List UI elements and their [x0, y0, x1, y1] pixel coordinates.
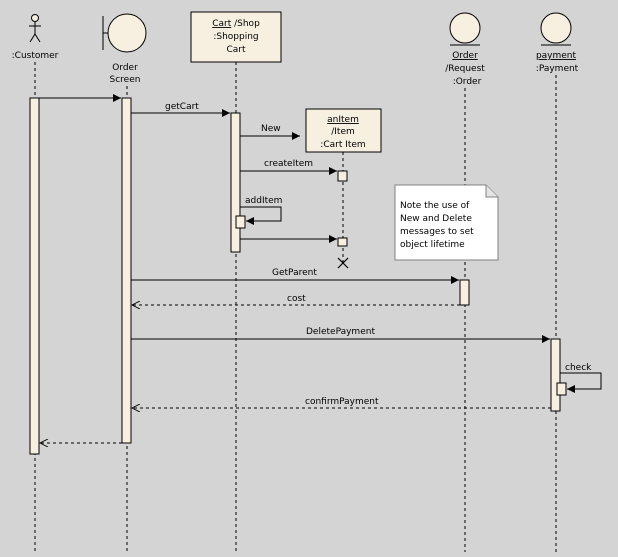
- payment-label-line1: payment: [536, 51, 577, 61]
- activations: [29, 97, 567, 455]
- activation-order: [459, 279, 470, 306]
- payment-label-line2: :Payment: [536, 64, 579, 74]
- note-line-1: Note the use of: [400, 201, 470, 211]
- order-label-line3: :Order: [453, 77, 482, 87]
- entity-icon: [540, 12, 572, 46]
- label-check: check: [565, 363, 592, 373]
- label-getparent: GetParent: [272, 268, 317, 278]
- activation-payment: [550, 338, 561, 412]
- activation-order-screen: [121, 97, 132, 444]
- note-fold-icon: [485, 185, 498, 198]
- message-labels: getCart New createItem addItem GetParent…: [165, 102, 592, 407]
- participant-payment[interactable]: payment :Payment: [536, 12, 579, 74]
- order-label-line1: Order: [452, 51, 478, 61]
- note[interactable]: Note the use of New and Delete messages …: [394, 184, 499, 261]
- participant-customer[interactable]: :Customer: [12, 14, 59, 62]
- participant-order-screen-label-2: Screen: [110, 75, 141, 85]
- label-confirmpayment: confirmPayment: [305, 397, 379, 407]
- participant-cart[interactable]: Cart /Shop :Shopping Cart: [190, 11, 282, 63]
- message-additem: [240, 206, 282, 225]
- activation-payment-nested: [556, 382, 567, 396]
- activation-customer: [29, 97, 40, 455]
- item-label-line1: anItem: [327, 115, 359, 125]
- activation-cart-nested: [235, 215, 246, 229]
- cart-label-line1: Cart /Shop: [212, 19, 260, 29]
- note-line-3: messages to set: [400, 227, 474, 237]
- message-check: [560, 372, 602, 393]
- participant-order-screen-label: Order: [112, 63, 138, 73]
- destroy-marker-icon: [337, 257, 349, 269]
- participant-order[interactable]: Order /Request :Order: [445, 12, 485, 87]
- actor-icon: [29, 14, 41, 43]
- activation-item-create: [337, 170, 348, 182]
- note-line-2: New and Delete: [400, 214, 472, 224]
- boundary-icon: [102, 13, 147, 53]
- item-label-line2: /Item: [331, 127, 355, 137]
- cart-box: [190, 11, 282, 63]
- messages: [39, 94, 602, 443]
- cart-label-line3: Cart: [226, 45, 245, 55]
- participant-customer-label: :Customer: [12, 51, 59, 61]
- label-createitem: createItem: [264, 159, 313, 169]
- order-label-line2: /Request: [445, 64, 485, 74]
- entity-icon: [449, 12, 481, 46]
- cart-label-line2: :Shopping: [213, 32, 258, 42]
- label-getcart: getCart: [165, 102, 199, 112]
- participant-item[interactable]: anItem /Item :Cart Item: [305, 108, 382, 153]
- activation-item-delete: [337, 237, 348, 247]
- label-cost: cost: [287, 294, 306, 304]
- label-additem: addItem: [245, 196, 282, 206]
- item-box: [305, 108, 382, 153]
- activation-cart: [230, 112, 241, 253]
- label-new: New: [261, 124, 281, 134]
- participant-order-screen[interactable]: Order Screen: [102, 13, 147, 85]
- item-label-line3: :Cart Item: [320, 140, 365, 150]
- note-line-4: object lifetime: [400, 240, 465, 250]
- label-deletepayment: DeletePayment: [306, 327, 375, 337]
- note-shape: [394, 184, 499, 261]
